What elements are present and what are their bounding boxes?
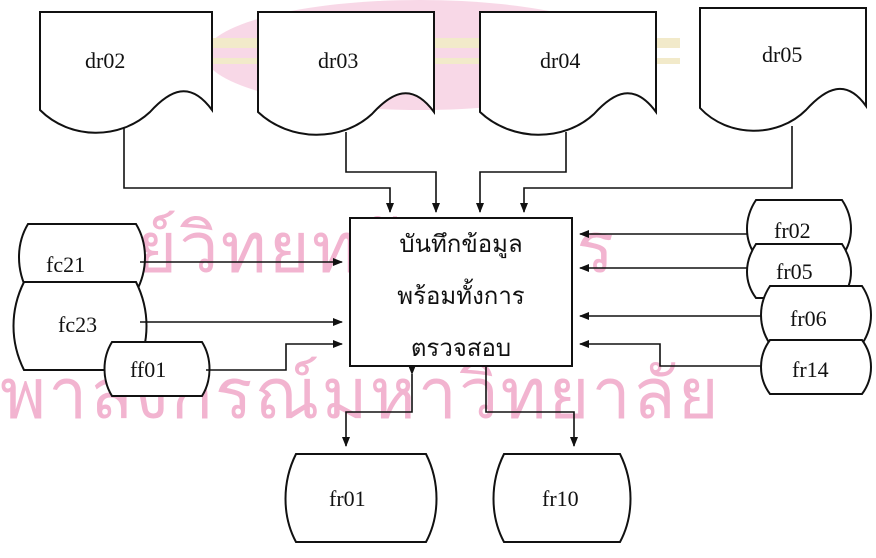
document-label: dr04: [540, 48, 580, 73]
store-ff01[interactable]: ff01: [105, 342, 210, 396]
document-label: dr02: [85, 48, 125, 73]
process-label-line-3: ตรวจสอบ: [411, 334, 511, 362]
store-label: fr14: [792, 357, 829, 382]
store-fr14[interactable]: fr14: [761, 340, 871, 394]
document-dr02[interactable]: dr02: [40, 12, 212, 133]
flow-dr04-to-process: [480, 132, 566, 212]
store-label: fc23: [58, 312, 97, 337]
store-fr01[interactable]: fr01: [286, 454, 437, 542]
document-dr03[interactable]: dr03: [258, 12, 434, 135]
flow-dr02-to-process: [124, 128, 390, 212]
flow-dr05-to-process: [524, 126, 792, 212]
document-label: dr05: [762, 42, 802, 67]
document-dr05[interactable]: dr05: [700, 8, 866, 131]
flow-dr03-to-process: [346, 132, 436, 212]
store-label: fr02: [774, 218, 811, 243]
store-label: fr10: [542, 486, 579, 511]
store-label: fr06: [790, 306, 827, 331]
process-box[interactable]: บันทึกข้อมูล พร้อมทั้งการ ตรวจสอบ: [350, 218, 572, 366]
process-label-line-2: พร้อมทั้งการ: [397, 278, 524, 310]
store-fr10[interactable]: fr10: [494, 454, 631, 542]
store-label: fr01: [329, 486, 366, 511]
document-label: dr03: [318, 48, 358, 73]
store-label: ff01: [130, 357, 166, 382]
document-dr04[interactable]: dr04: [480, 12, 656, 135]
store-label: fc21: [46, 252, 85, 277]
store-label: fr05: [776, 259, 813, 284]
store-fr06[interactable]: fr06: [761, 286, 871, 344]
process-label-line-1: บันทึกข้อมูล: [399, 230, 522, 259]
